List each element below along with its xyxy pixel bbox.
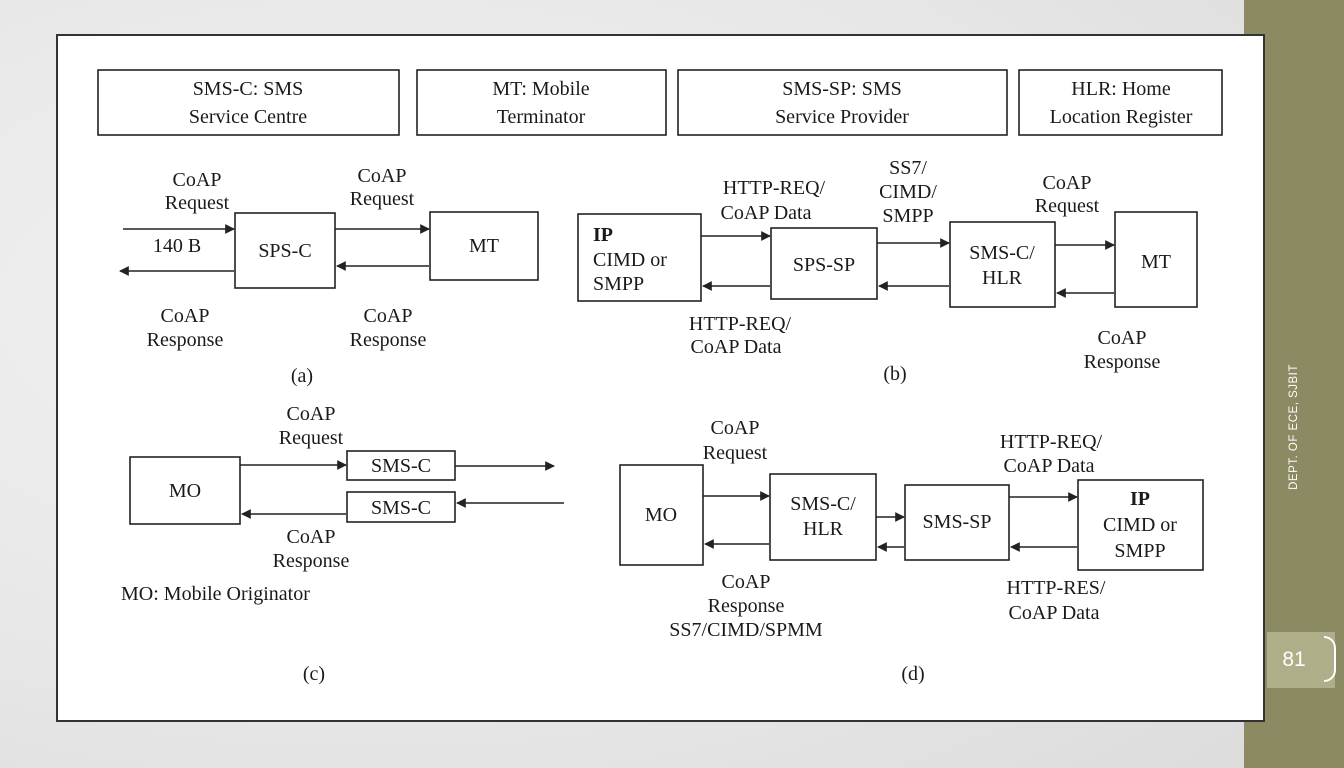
a-req-in-line2: Request — [165, 192, 230, 214]
c-mo-label: MO — [169, 480, 201, 502]
a-resp-left-line2: Response — [147, 329, 224, 351]
d-smsc-hlr-line2: HLR — [803, 518, 844, 540]
legend-mt: MT: Mobile Terminator — [416, 69, 667, 136]
a-mt-label: MT — [469, 235, 499, 257]
a-req-in-line1: CoAP — [173, 169, 222, 191]
d-ip-line2: SMPP — [1114, 540, 1165, 562]
panel-d: CoAP Request MO SMS-C/ HLR SMS-SP HTTP-R… — [619, 417, 1204, 685]
d-ip-box — [1077, 479, 1204, 571]
d-sms-sp-box — [904, 484, 1010, 561]
b-coap-req-line2: Request — [1035, 195, 1100, 217]
b-http-top-line1: HTTP-REQ/ — [723, 177, 826, 199]
d-resp-line2: Response — [708, 595, 785, 617]
a-sps-c-box — [234, 212, 336, 289]
legend-hlr-line1: HLR: Home — [1071, 78, 1171, 100]
d-ip-label: IP — [1130, 488, 1150, 510]
legend-sms-sp-line2: Service Provider — [775, 106, 909, 128]
page-number-box — [1267, 632, 1335, 688]
b-ip-line1: CIMD or — [593, 249, 667, 271]
c-req-line1: CoAP — [287, 403, 336, 425]
b-sps-sp-label: SPS-SP — [793, 254, 855, 276]
legend-hlr-line2: Location Register — [1050, 106, 1193, 128]
legend-sms-c-line1: SMS-C: SMS — [193, 78, 304, 100]
c-smsc-top-label: SMS-C — [371, 455, 431, 477]
c-smsc-bottom-box — [346, 491, 456, 523]
b-ss7-line2: CIMD/ — [879, 181, 937, 203]
a-req-out-line1: CoAP — [358, 165, 407, 187]
a-resp-right-line1: CoAP — [364, 305, 413, 327]
d-http-req-line1: HTTP-REQ/ — [1000, 431, 1103, 453]
d-http-res-line1: HTTP-RES/ — [1007, 577, 1106, 599]
c-mo-box — [129, 456, 241, 525]
b-caption: (b) — [883, 363, 906, 385]
d-http-req-line2: CoAP Data — [1004, 455, 1095, 477]
d-mo-box — [619, 464, 704, 566]
d-mo-label: MO — [645, 504, 677, 526]
b-ss7-line3: SMPP — [882, 205, 933, 227]
legend-sms-c: SMS-C: SMS Service Centre — [97, 69, 400, 136]
d-resp-line3: SS7/CIMD/SPMM — [669, 619, 823, 641]
a-resp-right-line2: Response — [350, 329, 427, 351]
d-ip-line1: CIMD or — [1103, 514, 1177, 536]
d-smsc-hlr-line1: SMS-C/ — [790, 493, 856, 515]
b-coap-req-line1: CoAP — [1043, 172, 1092, 194]
a-resp-left-line1: CoAP — [161, 305, 210, 327]
b-mt-label: MT — [1141, 251, 1171, 273]
d-resp-line1: CoAP — [722, 571, 771, 593]
panel-a: CoAP Request 140 B SPS-C CoAP Request MT… — [119, 165, 539, 387]
legend-hlr: HLR: Home Location Register — [1018, 69, 1223, 136]
b-sps-sp-box — [770, 227, 878, 300]
b-mt-box — [1114, 211, 1198, 308]
b-smsc-hlr-box — [949, 221, 1056, 308]
panel-b: IP CIMD or SMPP HTTP-REQ/ CoAP Data SPS-… — [577, 157, 1198, 385]
d-http-res-line2: CoAP Data — [1009, 602, 1100, 624]
d-sms-sp-label: SMS-SP — [923, 511, 992, 533]
c-caption: (c) — [303, 663, 325, 685]
a-caption: (a) — [291, 365, 313, 387]
c-req-line2: Request — [279, 427, 344, 449]
c-resp-line2: Response — [273, 550, 350, 572]
d-caption: (d) — [901, 663, 924, 685]
b-http-bottom-line2: CoAP Data — [691, 336, 782, 358]
a-size-label: 140 B — [153, 235, 201, 257]
legend-sms-sp: SMS-SP: SMS Service Provider — [677, 69, 1008, 136]
b-smsc-hlr-line2: HLR — [982, 267, 1023, 289]
b-ip-label: IP — [593, 224, 613, 246]
b-ip-box — [577, 213, 702, 302]
legend-sms-sp-line1: SMS-SP: SMS — [782, 78, 902, 100]
c-smsc-bottom-label: SMS-C — [371, 497, 431, 519]
a-sps-c-label: SPS-C — [258, 240, 311, 262]
b-coap-resp-line1: CoAP — [1098, 327, 1147, 349]
b-ip-line2: SMPP — [593, 273, 644, 295]
legend-mt-line2: Terminator — [497, 106, 586, 128]
legend-mt-line1: MT: Mobile — [492, 78, 589, 100]
d-req-line1: CoAP — [711, 417, 760, 439]
b-http-top-line2: CoAP Data — [721, 202, 812, 224]
c-smsc-top-box — [346, 450, 456, 481]
panel-c: CoAP Request MO SMS-C SMS-C CoAP Respons… — [121, 403, 564, 685]
legend-sms-c-line2: Service Centre — [189, 106, 307, 128]
b-coap-resp-line2: Response — [1084, 351, 1161, 373]
page-number: 81 — [1282, 648, 1306, 671]
b-http-bottom-line1: HTTP-REQ/ — [689, 313, 792, 335]
a-req-out-line2: Request — [350, 188, 415, 210]
figure-frame — [56, 34, 1265, 722]
b-smsc-hlr-line1: SMS-C/ — [969, 242, 1035, 264]
c-resp-line1: CoAP — [287, 526, 336, 548]
b-ss7-line1: SS7/ — [889, 157, 927, 179]
a-mt-box — [429, 211, 539, 281]
c-mo-definition: MO: Mobile Originator — [121, 583, 310, 605]
d-smsc-hlr-box — [769, 473, 877, 561]
d-req-line2: Request — [703, 442, 768, 464]
